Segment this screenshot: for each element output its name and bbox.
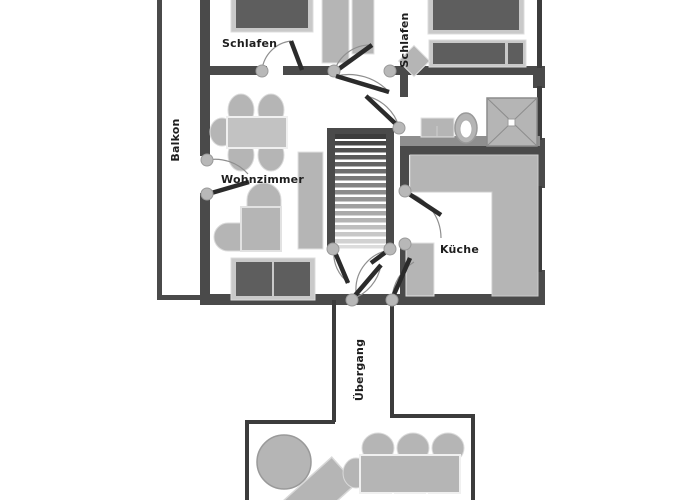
door-leaf-schlafen-left	[288, 40, 305, 71]
label-uebergang: Übergang	[352, 339, 366, 401]
door-leaf-flur-right	[335, 73, 390, 95]
door-hinge-wohnzimmer-lower[interactable]	[200, 187, 214, 201]
wall-right-outer-a	[533, 66, 545, 88]
door-leaf-schlafen-right	[334, 43, 374, 73]
wall-lower-top-left	[245, 420, 335, 424]
door-leaf-wohnzimmer-lower	[207, 179, 250, 197]
door-hinge-bad[interactable]	[392, 121, 406, 135]
wall-kitchen-top	[400, 146, 540, 155]
door-hinge-wohnzimmer-upper[interactable]	[200, 153, 214, 167]
label-wohnzimmer: Wohnzimmer	[221, 173, 304, 186]
staircase	[335, 134, 386, 249]
armchair-seat	[240, 206, 282, 252]
door-hinge-uebergang-right[interactable]	[385, 293, 399, 307]
furniture-wohnzimmer	[209, 93, 324, 301]
stair-steps	[335, 134, 386, 249]
shower-drain	[507, 118, 516, 127]
bed-right	[433, 0, 519, 30]
round-table	[256, 434, 312, 490]
wall-main-bottom	[200, 294, 545, 305]
label-balkon: Balkon	[169, 118, 182, 161]
wall-lower-left	[245, 420, 249, 500]
lower-table	[359, 454, 461, 494]
wall-balcony-right-b	[200, 193, 210, 300]
wall-stair-right	[386, 130, 394, 250]
walls-thick	[157, 0, 545, 305]
fridge	[405, 242, 435, 297]
label-schlafen-left: Schlafen	[222, 37, 277, 50]
armchair-side	[213, 222, 243, 252]
door-hinge-kueche[interactable]	[398, 184, 412, 198]
wall-top-div-b	[283, 66, 335, 75]
furniture-schlafen-left	[230, 0, 314, 33]
wall-bath-left-top	[400, 75, 408, 97]
wall-uebergang-left	[332, 300, 336, 422]
nightstand-diamond	[397, 44, 431, 78]
door-leaf-uebergang-right	[389, 257, 413, 300]
wall-balcony-right-a	[200, 66, 210, 156]
wall-top-div-a	[205, 66, 267, 75]
wall-kitchen-left-a	[400, 146, 409, 192]
dining-table	[226, 116, 288, 149]
walls-thin	[245, 300, 475, 500]
room-floor-uebergang	[336, 305, 392, 423]
wall-lower-top-right	[390, 414, 475, 418]
wall-top-div-c	[390, 66, 540, 75]
wall-balcony-right-top	[200, 0, 210, 66]
door-hinge-flur-right[interactable]	[383, 64, 397, 78]
room-floor-balkon	[162, 0, 202, 298]
door-hinge-schlafen-left[interactable]	[255, 64, 269, 78]
label-schlafen-right: Schlafen	[398, 12, 411, 67]
door-hinge-uebergang-left[interactable]	[345, 293, 359, 307]
doors	[200, 40, 443, 307]
bed-left	[236, 0, 308, 28]
door-leaf-uebergang-left	[350, 263, 383, 301]
wall-stair-left	[327, 130, 335, 250]
furniture-schlafen-right	[321, 0, 527, 78]
windows	[537, 0, 542, 272]
wall-balcony-left	[157, 0, 162, 300]
sofa	[297, 151, 324, 250]
furniture-bad	[400, 97, 540, 147]
door-hinge-kueche-lower[interactable]	[398, 237, 412, 251]
wall-balcony-bottom	[157, 295, 207, 300]
wall-lower-right	[471, 414, 475, 500]
door-hinge-treppe-right[interactable]	[383, 242, 397, 256]
sideboard-cabinet	[508, 43, 523, 64]
door-hinge-treppe-left[interactable]	[326, 242, 340, 256]
door-leaf-kueche	[404, 190, 443, 217]
window-right-bottom	[537, 186, 542, 272]
door-arc-flur-right	[335, 73, 390, 93]
toilet-bowl	[459, 119, 473, 139]
wall-uebergang-right	[390, 300, 394, 418]
wall-stair-top	[327, 128, 394, 134]
wardrobe-left	[321, 0, 350, 64]
window-right-top	[537, 0, 542, 68]
room-labels: Schlafen Schlafen Balkon Wohnzimmer Küch…	[169, 12, 479, 401]
window-right-mid	[537, 86, 542, 140]
door-leaf-bad	[364, 94, 401, 129]
furniture-unterer-raum	[256, 432, 465, 500]
sideboard	[433, 43, 505, 64]
door-leaf-treppe-left	[331, 249, 351, 284]
label-kueche: Küche	[440, 243, 479, 256]
